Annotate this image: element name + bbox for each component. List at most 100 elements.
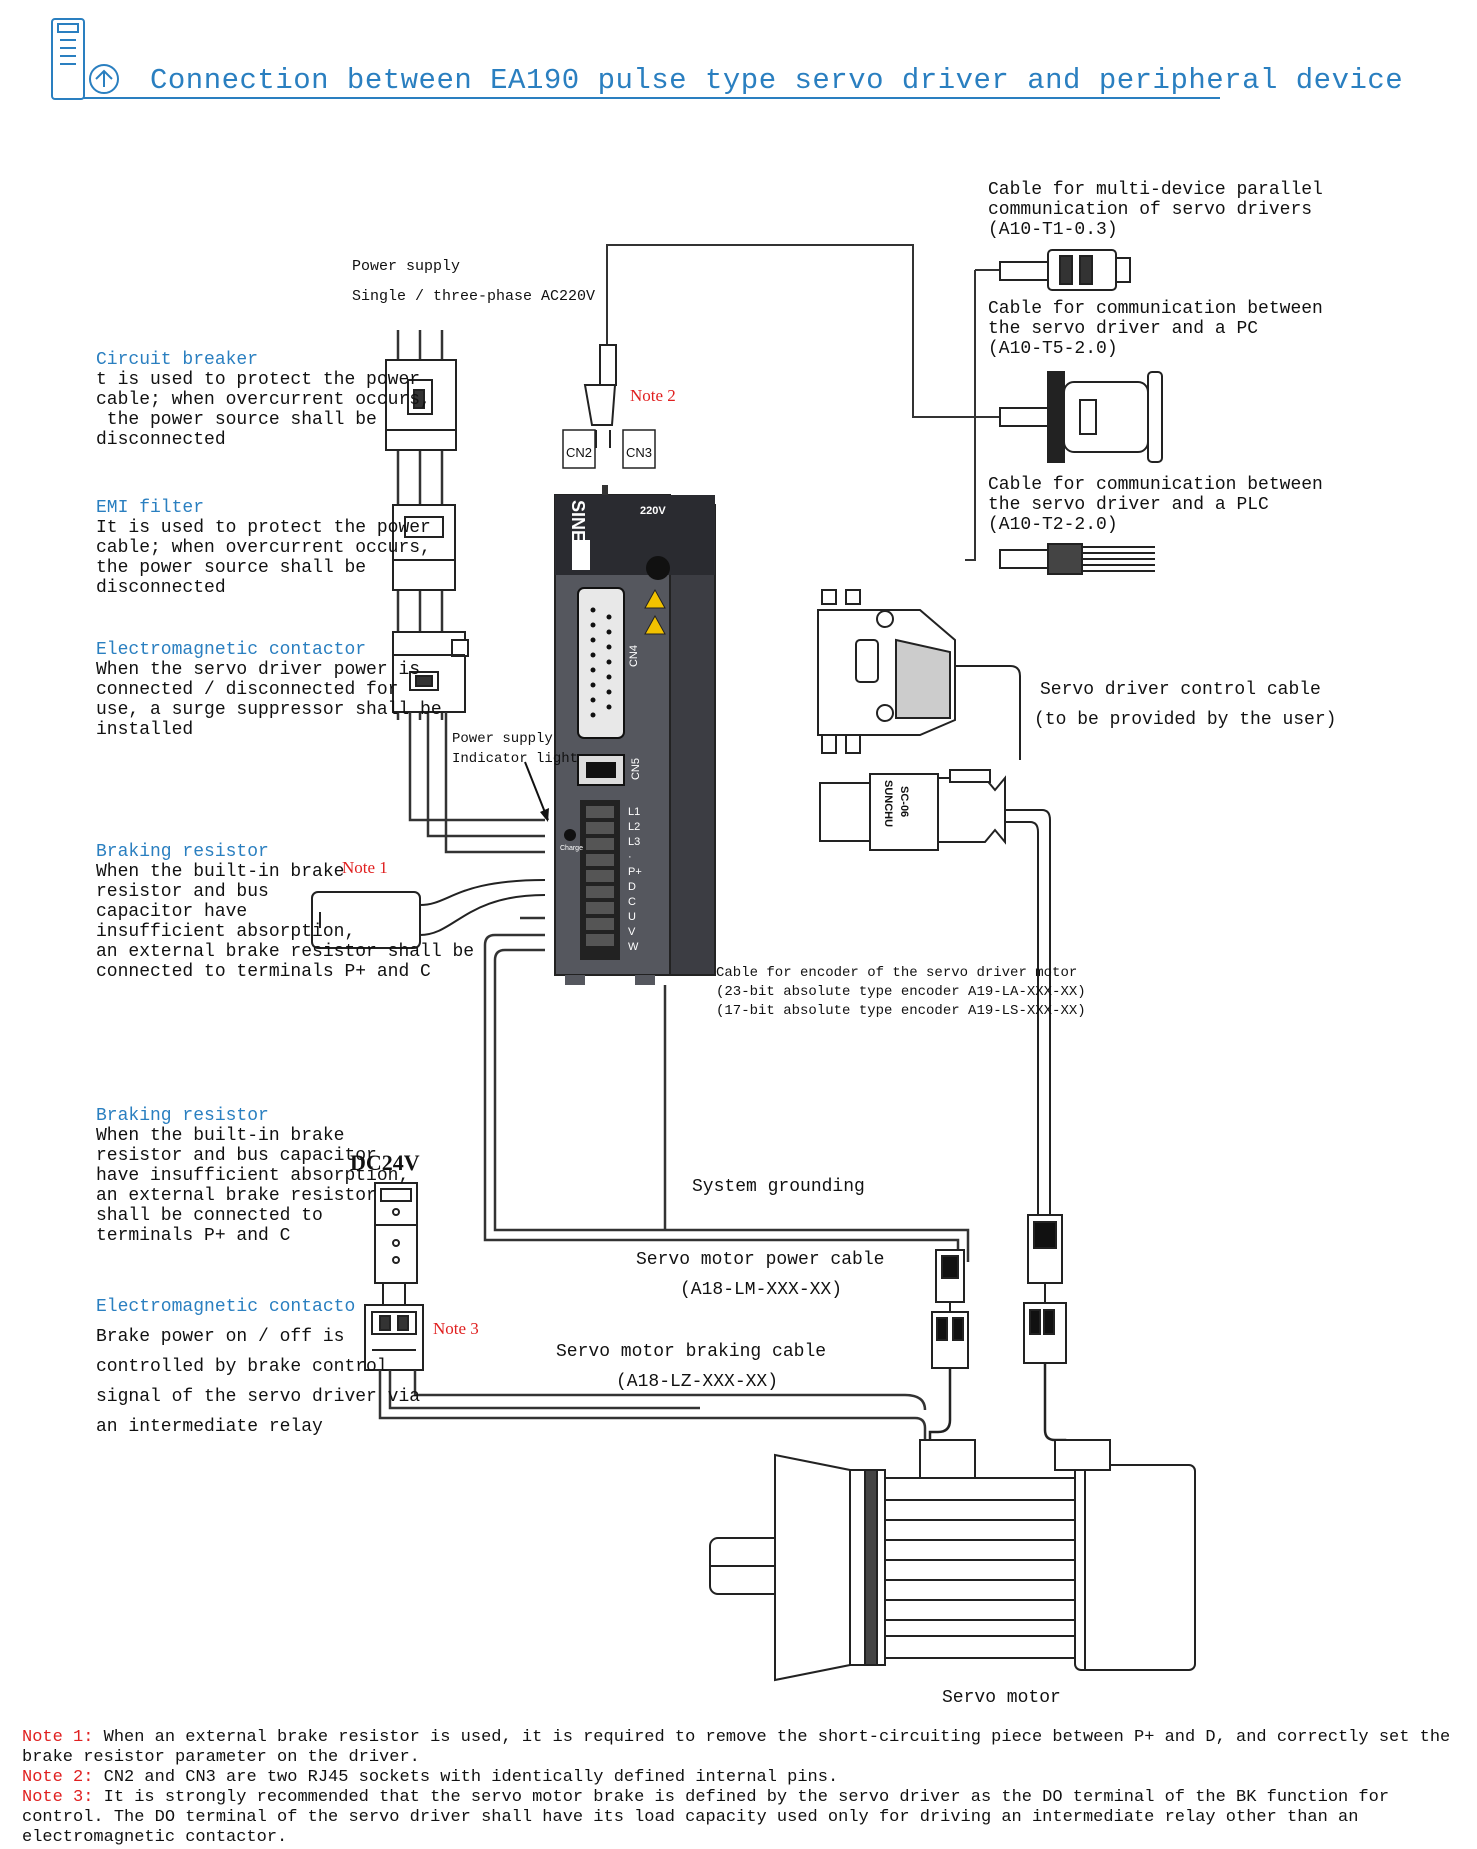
circuit-breaker (385, 359, 457, 451)
text-line: Cable for communication between (988, 475, 1323, 495)
driver-voltage: 220V (640, 505, 666, 517)
braking-cable-line1: Servo motor braking cable (556, 1342, 827, 1362)
footnote-text: It is strongly recommended that the serv… (22, 1788, 1400, 1847)
text-line: resistor and bus (96, 882, 269, 902)
rj45-cable-connector (999, 249, 1131, 291)
text-line: (A10-T5-2.0) (988, 339, 1118, 359)
encoder-cable-line2: (23-bit absolute type encoder A19-LA-XXX… (716, 984, 1086, 1000)
braking-resistor-1 (311, 879, 546, 949)
terminal-l3: L3 (628, 836, 641, 848)
control-cable-line2: (to be provided by the user) (1034, 710, 1337, 730)
motor-power-connector (928, 1249, 969, 1460)
note3-label: Note 3 (433, 1319, 479, 1338)
footnote-label: Note 2: (22, 1768, 94, 1787)
dc24v-label: DC24V (350, 1150, 420, 1175)
emi-filter-heading: EMI filter (96, 498, 205, 518)
rj45-plug (583, 344, 617, 448)
text-line: When the built-in brake (96, 862, 345, 882)
text-line: installed (96, 720, 194, 740)
terminal-p: P+ (628, 866, 642, 878)
terminal-dot: · (628, 851, 632, 863)
pc-cable-text: Cable for communication between the serv… (988, 299, 1323, 359)
brake-contactor-heading: Electromagnetic contacto (96, 1297, 356, 1317)
charge-label: Charge (560, 845, 583, 852)
text-line: connected / disconnected for (96, 680, 399, 700)
control-cable-line1: Servo driver control cable (1040, 680, 1321, 700)
text-line: an external brake resistor (96, 1186, 377, 1206)
text-line: disconnected (96, 430, 226, 450)
indicator-label-1: Power supply (452, 731, 553, 747)
text-line: Brake power on / off is (96, 1327, 345, 1347)
footnotes: Note 1: When an external brake resistor … (22, 1728, 1462, 1848)
text-line: Cable for communication between (988, 299, 1323, 319)
cn4-label: CN4 (628, 645, 640, 668)
text-line: disconnected (96, 578, 226, 598)
text-line: the power source shall be (96, 558, 367, 578)
rj45-cable-text: Cable for multi-device parallel communic… (988, 180, 1323, 240)
text-line: capacitor have (96, 902, 248, 922)
encoder-connector (819, 769, 1051, 1215)
indicator-label-2: Indicator light (452, 751, 579, 767)
terminal-l2: L2 (628, 821, 641, 833)
control-cable-connector (817, 589, 1021, 760)
contactor-heading: Electromagnetic contactor (96, 640, 367, 660)
footnote-text: When an external brake resistor is used,… (22, 1728, 1461, 1767)
note1-label: Note 1 (342, 858, 388, 877)
text-line: (A10-T1-0.3) (988, 220, 1118, 240)
text-line: resistor and bus capacitor (96, 1146, 377, 1166)
emi-filter-text: EMI filter It is used to protect the pow… (96, 498, 456, 598)
footnote-3: Note 3: It is strongly recommended that … (22, 1788, 1462, 1848)
text-line: Cable for multi-device parallel (988, 180, 1323, 200)
servo-motor-label: Servo motor (942, 1688, 1061, 1708)
text-line: When the built-in brake (96, 1126, 345, 1146)
connector-model: SC-06 (898, 786, 910, 818)
power-cable-line1: Servo motor power cable (636, 1250, 885, 1270)
text-line: the power source shall be (96, 410, 377, 430)
terminal-l1: L1 (628, 806, 641, 818)
footnote-label: Note 1: (22, 1728, 94, 1747)
text-line: have insufficient absorption, (96, 1166, 410, 1186)
text-line: cable; when overcurrent occurs, (96, 538, 431, 558)
terminal-w: W (628, 941, 639, 953)
system-grounding-label: System grounding (692, 1177, 865, 1197)
text-line: insufficient absorption, (96, 922, 356, 942)
db9-pc-cable-connector (999, 371, 1163, 463)
text-line: communication of servo drivers (988, 200, 1313, 220)
text-line: the servo driver and a PLC (988, 495, 1269, 515)
text-line: connected to terminals P+ and C (96, 962, 431, 982)
encoder-cable-line1: Cable for encoder of the servo driver mo… (716, 965, 1078, 981)
servo-motor (709, 1439, 1196, 1682)
connector-brand: SUNCHU (882, 780, 894, 828)
text-line: the servo driver and a PC (988, 319, 1259, 339)
text-line: t is used to protect the power (96, 370, 421, 390)
power-supply-label: Power supply (352, 258, 461, 275)
motor-encoder-connector (1023, 1214, 1067, 1460)
braking-resistor-2-text: Braking resistor When the built-in brake… (96, 1106, 456, 1246)
text-line: It is used to protect the power (96, 518, 431, 538)
terminal-u: U (628, 911, 636, 923)
plc-cable-leads (999, 543, 1155, 575)
text-line: cable; when overcurrent occurs, (96, 390, 431, 410)
page-title: Connection between EA190 pulse type serv… (150, 64, 1404, 97)
cn2-label: CN2 (565, 445, 592, 460)
text-line: an external brake resistor shall be (96, 942, 475, 962)
cn3-label: CN3 (625, 445, 652, 460)
emi-filter (392, 504, 456, 591)
servo-driver-body (554, 485, 716, 985)
text-line: an intermediate relay (96, 1417, 323, 1437)
power-cable-line2: (A18-LM-XXX-XX) (680, 1280, 843, 1300)
braking-resistor-1-text: Braking resistor When the built-in brake… (96, 842, 496, 982)
terminal-c: C (628, 896, 636, 908)
text-line: terminals P+ and C (96, 1226, 291, 1246)
driver-brand: SINEE (568, 500, 588, 555)
text-line: When the servo driver power is (96, 660, 421, 680)
plc-cable-text: Cable for communication between the serv… (988, 475, 1323, 535)
footnote-2: Note 2: CN2 and CN3 are two RJ45 sockets… (22, 1768, 1462, 1788)
text-line: (A10-T2-2.0) (988, 515, 1118, 535)
terminal-v: V (628, 926, 636, 938)
note2-label: Note 2 (630, 386, 676, 405)
text-line: controlled by brake control (96, 1357, 388, 1377)
terminal-d: D (628, 881, 636, 893)
footnote-1: Note 1: When an external brake resistor … (22, 1728, 1462, 1768)
